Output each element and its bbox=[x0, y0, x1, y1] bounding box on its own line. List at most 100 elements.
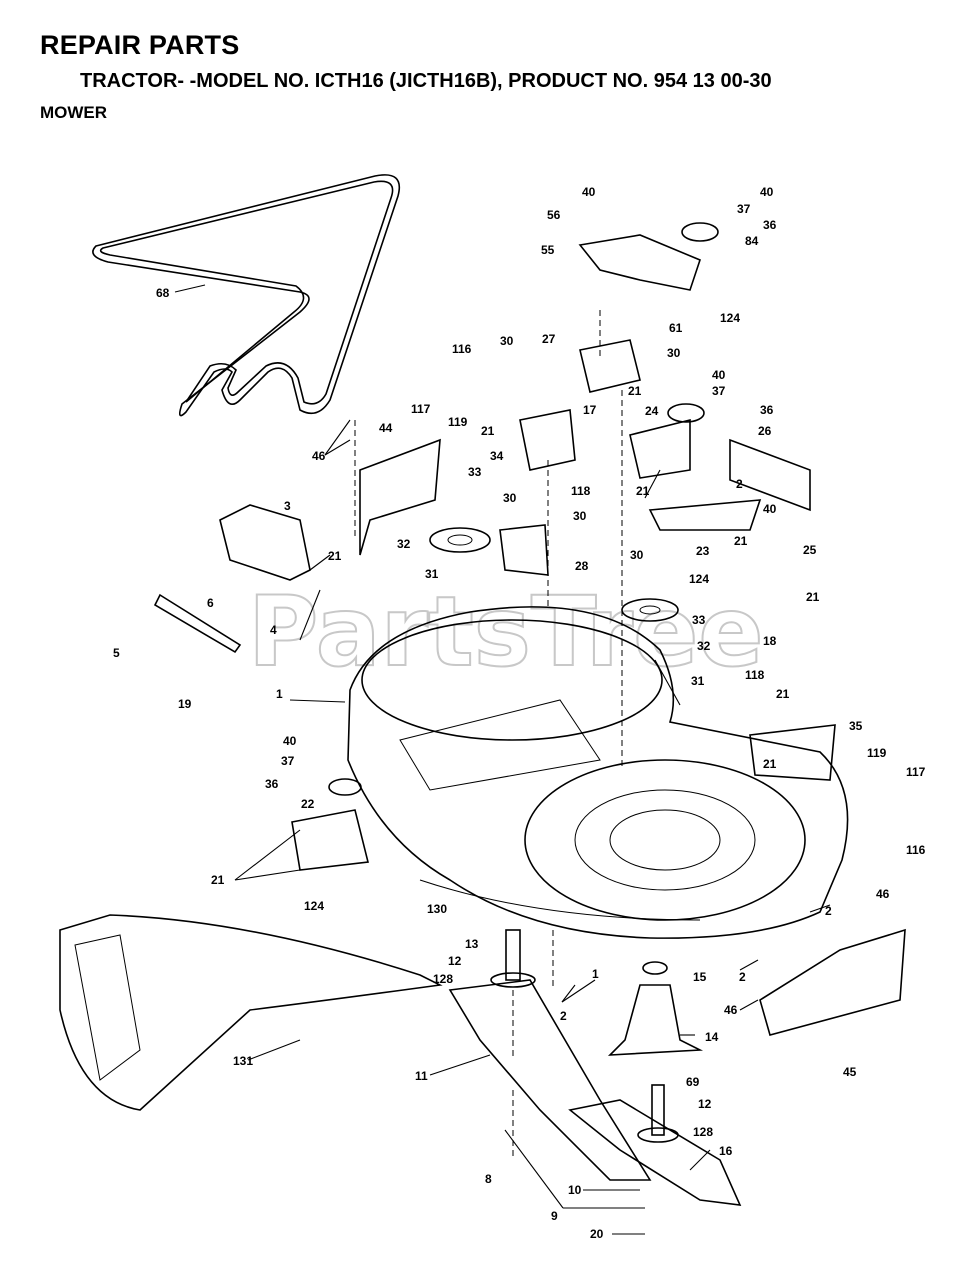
callout: 2 bbox=[560, 1009, 567, 1023]
callout: 36 bbox=[265, 777, 279, 791]
model-subtitle: TRACTOR- -MODEL NO. ICTH16 (JICTH16B), P… bbox=[80, 70, 772, 92]
brackets bbox=[153, 234, 836, 871]
callout: 35 bbox=[849, 719, 863, 733]
callout: 4 bbox=[270, 623, 277, 637]
callout: 11 bbox=[415, 1069, 428, 1083]
callout: 6 bbox=[207, 596, 214, 610]
callout: 24 bbox=[645, 404, 659, 418]
callout: 5 bbox=[113, 646, 120, 660]
callout: 130 bbox=[427, 902, 447, 916]
callout: 8 bbox=[485, 1172, 492, 1186]
callout: 40 bbox=[582, 185, 596, 199]
callout: 40 bbox=[712, 368, 726, 382]
callout: 21 bbox=[628, 384, 642, 398]
callout: 32 bbox=[397, 537, 411, 551]
spindle-housing-14 bbox=[607, 961, 704, 1056]
callout: 128 bbox=[693, 1125, 713, 1139]
callout: 44 bbox=[379, 421, 393, 435]
callout: 30 bbox=[667, 346, 681, 360]
callout: 21 bbox=[776, 687, 790, 701]
callout: 128 bbox=[433, 972, 453, 986]
callout: 22 bbox=[301, 797, 315, 811]
callout: 46 bbox=[724, 1003, 738, 1017]
callout: 37 bbox=[712, 384, 726, 398]
callout: 30 bbox=[500, 334, 514, 348]
callout: 21 bbox=[328, 549, 342, 563]
discharge-chute bbox=[59, 914, 443, 1111]
callout: 31 bbox=[425, 567, 439, 581]
callout: 45 bbox=[843, 1065, 857, 1079]
section-label: MOWER bbox=[40, 103, 108, 122]
idler-pulley-top bbox=[328, 222, 719, 796]
callout: 14 bbox=[705, 1030, 719, 1044]
callout: 116 bbox=[452, 342, 472, 356]
callout: 36 bbox=[763, 218, 777, 232]
callout: 68 bbox=[156, 286, 170, 300]
callout: 40 bbox=[283, 734, 297, 748]
callout: 28 bbox=[575, 559, 589, 573]
callout: 21 bbox=[636, 484, 650, 498]
callout: 2 bbox=[739, 970, 746, 984]
callout: 118 bbox=[571, 484, 591, 498]
callout: 40 bbox=[763, 502, 777, 516]
callout: 2 bbox=[825, 904, 832, 918]
spindle-13 bbox=[490, 929, 536, 988]
callout: 12 bbox=[698, 1097, 712, 1111]
callout: 25 bbox=[803, 543, 817, 557]
callout: 21 bbox=[211, 873, 225, 887]
callout: 124 bbox=[304, 899, 324, 913]
assembly-lines bbox=[354, 310, 623, 1160]
callout: 84 bbox=[745, 234, 759, 248]
callout: 69 bbox=[686, 1075, 700, 1089]
page-title: REPAIR PARTS bbox=[40, 30, 240, 60]
leader-lines bbox=[174, 284, 831, 1235]
callout: 18 bbox=[763, 634, 777, 648]
callout: 12 bbox=[448, 954, 462, 968]
callout: 37 bbox=[281, 754, 295, 768]
callout: 21 bbox=[734, 534, 748, 548]
mower-deck bbox=[347, 606, 849, 939]
callout: 46 bbox=[312, 449, 326, 463]
callout: 31 bbox=[691, 674, 705, 688]
callout: 16 bbox=[719, 1144, 733, 1158]
callout: 33 bbox=[468, 465, 482, 479]
callout: 30 bbox=[573, 509, 587, 523]
callout: 1 bbox=[276, 687, 283, 701]
blade-11 bbox=[448, 979, 652, 1181]
callout: 20 bbox=[590, 1227, 604, 1241]
callout: 46 bbox=[876, 887, 890, 901]
callout: 27 bbox=[542, 332, 556, 346]
pulley-left bbox=[429, 527, 491, 553]
callout: 33 bbox=[692, 613, 706, 627]
callout: 124 bbox=[720, 311, 740, 325]
spindle-69 bbox=[637, 1084, 679, 1143]
callout: 37 bbox=[737, 202, 751, 216]
callout: 32 bbox=[697, 639, 711, 653]
callout: 61 bbox=[669, 321, 683, 335]
callout: 17 bbox=[583, 403, 597, 417]
callout: 116 bbox=[906, 843, 926, 857]
callout: 118 bbox=[745, 668, 765, 682]
callout: 30 bbox=[630, 548, 644, 562]
callout: 119 bbox=[448, 415, 468, 429]
mower-belt bbox=[92, 174, 400, 417]
callout: 34 bbox=[490, 449, 504, 463]
callout: 3 bbox=[284, 499, 291, 513]
callout: 15 bbox=[693, 970, 707, 984]
callout: 119 bbox=[867, 746, 887, 760]
callouts: 40 56 40 37 36 84 55 68 124 61 30 27 30 … bbox=[113, 185, 926, 1241]
callout: 55 bbox=[541, 243, 555, 257]
blade-16 bbox=[568, 1099, 742, 1206]
callout: 21 bbox=[763, 757, 777, 771]
callout: 131 bbox=[233, 1054, 253, 1068]
callout: 117 bbox=[411, 402, 431, 416]
callout: 26 bbox=[758, 424, 772, 438]
callout: 40 bbox=[760, 185, 774, 199]
callout: 19 bbox=[178, 697, 192, 711]
callout: 10 bbox=[568, 1183, 582, 1197]
callout: 21 bbox=[806, 590, 820, 604]
callout: 9 bbox=[551, 1209, 558, 1223]
watermark: PartsTree bbox=[248, 576, 763, 688]
callout: 124 bbox=[689, 572, 709, 586]
